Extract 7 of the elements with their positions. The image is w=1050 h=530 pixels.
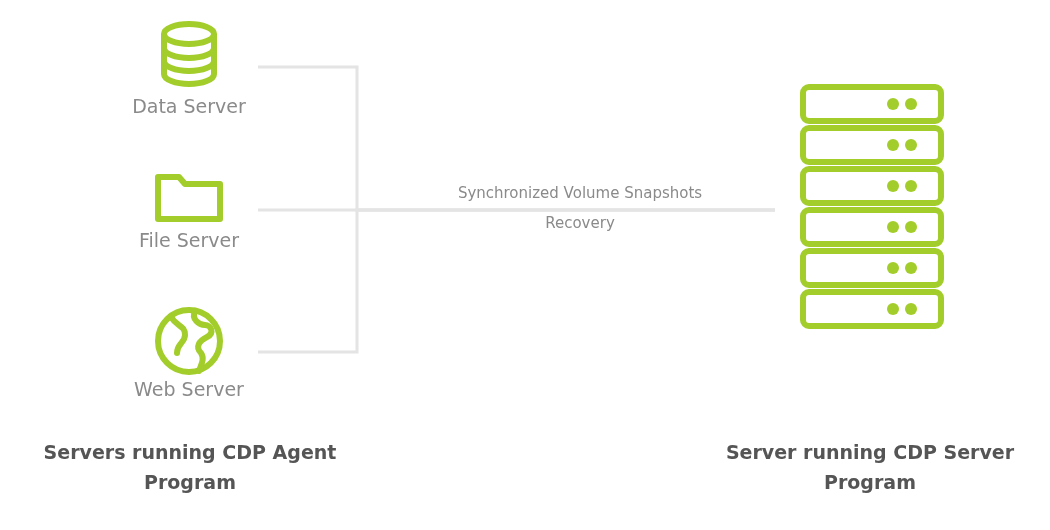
node-label: File Server: [137, 229, 241, 251]
caption: Servers running CDP Agent Program: [42, 440, 338, 495]
caption: Server running CDP Server Program: [724, 440, 1016, 495]
node-label: Web Server: [133, 378, 245, 400]
connector-note: Synchronized Volume Snapshots: [456, 184, 704, 202]
connector-note: Recovery: [544, 214, 616, 232]
node-label: Data Server: [131, 95, 247, 117]
